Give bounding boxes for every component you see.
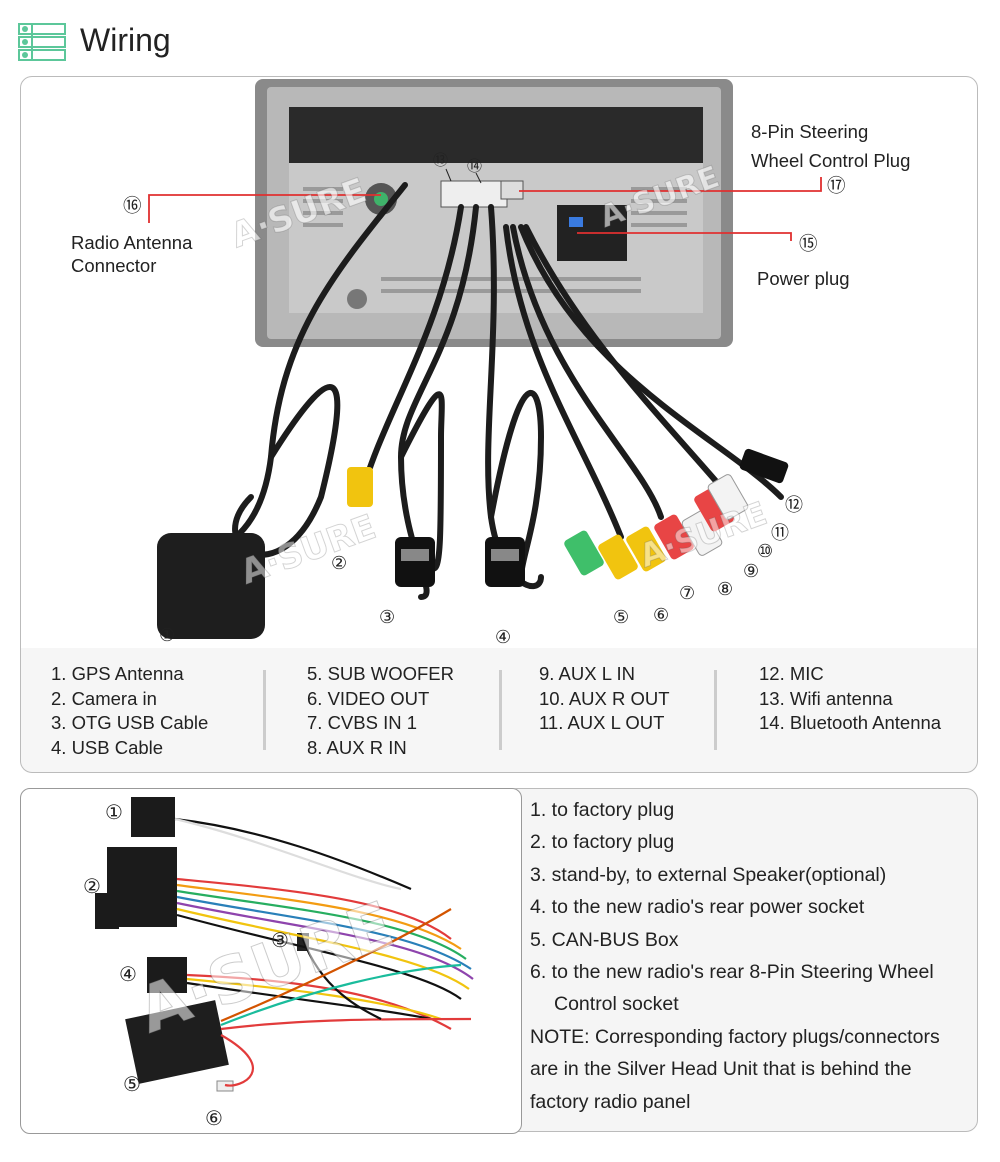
legend-item: 8. AUX R IN [307, 737, 407, 759]
marker-7: ⑦ [679, 583, 695, 604]
list-icon [18, 23, 66, 61]
note-item: 6. to the new radio's rear 8-Pin Steerin… [530, 961, 934, 984]
harness-illustration: A·SURE ① ② ③ ④ ⑤ ⑥ [83, 797, 474, 1130]
radio-antenna-label-2: Connector [71, 255, 157, 276]
harness-marker-2: ② [83, 874, 101, 898]
steering-label: 8-Pin Steering [751, 121, 869, 142]
harness-marker-3: ③ [271, 928, 289, 952]
harness-notes-panel [505, 788, 978, 1132]
harness-notes: 1. to factory plug 2. to factory plug 3.… [530, 794, 970, 1118]
section-header: Wiring [18, 18, 618, 68]
divider [499, 670, 502, 750]
legend-item: 12. MIC [759, 663, 824, 684]
legend-item: 2. Camera in [51, 687, 157, 709]
harness-marker-5: ⑤ [123, 1072, 141, 1096]
legend-item: 10. AUX R OUT [539, 687, 670, 709]
legend-column-4: 12. MIC 13. Wifi antenna 14. Bluetooth A… [759, 662, 941, 736]
harness-photo: A·SURE ① ② ③ ④ ⑤ ⑥ [20, 788, 522, 1134]
harness-marker-1: ① [105, 800, 123, 824]
legend-item: 3. OTG USB Cable [51, 712, 209, 734]
legend-item: 14. Bluetooth Antenna [759, 712, 942, 734]
legend-item: 11. AUX L OUT [539, 712, 665, 734]
legend-item: 6. VIDEO OUT [307, 687, 430, 709]
marker-6: ⑥ [653, 605, 669, 626]
callout-16-number: ⑯ [123, 196, 142, 217]
note-item: 2. to factory plug [530, 831, 675, 854]
marker-3: ③ [379, 607, 395, 628]
note-item: 4. to the new radio's rear power socket [530, 896, 865, 919]
harness-marker-4: ④ [119, 962, 137, 986]
legend-item: 7. CVBS IN 1 [307, 712, 418, 734]
marker-2: ② [331, 553, 347, 574]
legend-column-2: 5. SUB WOOFER 6. VIDEO OUT 7. CVBS IN 1 … [307, 662, 454, 761]
head-unit-rear-photo: A·SURE A·SURE A·SURE A·SURE ① ② ③ ④ ⑤ ⑥ … [20, 76, 978, 650]
marker-12: ⑫ [785, 495, 803, 516]
callout-15-number: ⑮ [799, 234, 818, 255]
marker-8: ⑧ [717, 579, 733, 600]
divider [714, 670, 717, 750]
callout-17-number: ⑰ [827, 176, 846, 197]
head-unit-illustration: A·SURE A·SURE A·SURE A·SURE ① ② ③ ④ ⑤ ⑥ … [148, 79, 822, 648]
wiring-legend: 1. GPS Antenna 2. Camera in 3. OTG USB C… [20, 648, 978, 773]
legend-item: 13. Wifi antenna [759, 687, 893, 709]
legend-item: 1. GPS Antenna [51, 663, 184, 684]
note-item: 3. stand-by, to external Speaker(optiona… [530, 863, 887, 886]
note-item: 1. to factory plug [530, 799, 675, 821]
page-title: Wiring [80, 22, 171, 58]
note-text: NOTE: Corresponding factory plugs/connec… [530, 1025, 940, 1048]
steering-label-2: Wheel Control Plug [751, 150, 911, 171]
marker-4: ④ [495, 627, 511, 648]
callout-13-number: ⑬ [433, 151, 449, 169]
note-item-continuation: Control socket [554, 993, 679, 1016]
legend-column-3: 9. AUX L IN 10. AUX R OUT 11. AUX L OUT [539, 662, 670, 736]
legend-item: 9. AUX L IN [539, 663, 635, 684]
note-text: factory radio panel [530, 1090, 691, 1113]
radio-antenna-label: Radio Antenna [71, 232, 193, 253]
divider [263, 670, 266, 750]
marker-5: ⑤ [613, 607, 629, 628]
callout-14-number: ⑭ [467, 157, 483, 175]
legend-item: 5. SUB WOOFER [307, 663, 454, 684]
harness-marker-6: ⑥ [205, 1106, 223, 1130]
marker-11: ⑪ [771, 523, 789, 544]
marker-9: ⑨ [743, 561, 759, 582]
power-plug-label: Power plug [757, 268, 850, 289]
legend-column-1: 1. GPS Antenna 2. Camera in 3. OTG USB C… [51, 662, 208, 761]
note-text: are in the Silver Head Unit that is behi… [530, 1058, 912, 1081]
marker-1: ① [159, 625, 175, 646]
marker-10: ⑩ [757, 541, 773, 562]
legend-item: 4. USB Cable [51, 737, 164, 759]
note-item: 5. CAN-BUS Box [530, 928, 679, 951]
